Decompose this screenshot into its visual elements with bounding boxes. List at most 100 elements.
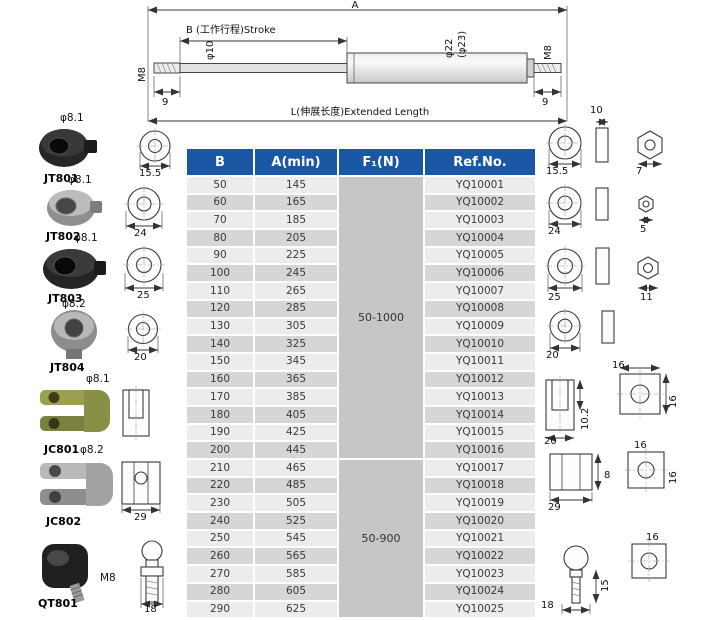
cell-ref-no: YQ10015 xyxy=(425,424,535,441)
dia-callout-jt803: φ8.1 xyxy=(74,232,98,244)
cell-ref-no: YQ10007 xyxy=(425,283,535,299)
cell-stroke-b: 190 xyxy=(187,424,253,441)
cell-ref-no: YQ10012 xyxy=(425,371,535,388)
dia-callout-jt802: φ8.1 xyxy=(68,174,92,186)
cell-a-min: 425 xyxy=(255,424,337,441)
dim-l-label: L(伸展长度)Extended Length xyxy=(291,105,430,118)
tube-end-cap xyxy=(526,58,535,78)
header-ref-no: Ref.No. xyxy=(425,149,535,175)
cylinder-tube xyxy=(346,52,528,84)
cell-ref-no: YQ10006 xyxy=(425,265,535,282)
cell-ref-no: YQ10023 xyxy=(425,566,535,582)
fitting-name-jt804: JT804 xyxy=(50,361,85,374)
cell-a-min: 365 xyxy=(255,371,337,388)
dim-b-label: B (工作行程)Stroke xyxy=(186,23,276,36)
dim-label-jt803: 25 xyxy=(137,290,150,301)
cell-stroke-b: 80 xyxy=(187,230,253,246)
cell-stroke-b: 90 xyxy=(187,247,253,264)
cell-ref-no: YQ10022 xyxy=(425,548,535,565)
fitting-photo-qt801 xyxy=(42,544,88,604)
cell-a-min: 545 xyxy=(255,530,337,547)
cell-ref-no: YQ10018 xyxy=(425,477,535,494)
cell-ref-no: YQ10013 xyxy=(425,389,535,405)
header-a-min: A(min) xyxy=(255,149,337,175)
cell-stroke-b: 50 xyxy=(187,177,253,193)
cell-stroke-b: 200 xyxy=(187,442,253,458)
cell-stroke-b: 130 xyxy=(187,318,253,335)
cell-a-min: 185 xyxy=(255,212,337,229)
cell-stroke-b: 250 xyxy=(187,530,253,547)
dim-label: 24 xyxy=(548,226,561,237)
dim-label: 16 xyxy=(668,471,679,484)
rod-dia-label: φ10 xyxy=(205,41,216,60)
cell-stroke-b: 230 xyxy=(187,495,253,512)
cell-ref-no: YQ10014 xyxy=(425,406,535,423)
dim-label-jt802: 24 xyxy=(134,228,147,239)
fitting-name-qt801: QT801 xyxy=(38,597,78,610)
dim-label: 15 xyxy=(600,579,611,592)
dim-label: 16 xyxy=(634,440,647,451)
cell-a-min: 585 xyxy=(255,566,337,582)
cell-a-min: 465 xyxy=(255,460,337,476)
cell-a-min: 325 xyxy=(255,336,337,352)
cell-stroke-b: 170 xyxy=(187,389,253,405)
dim-label: 20 xyxy=(546,350,559,361)
fitting-drawing-jt804 xyxy=(125,311,161,354)
piston-rod xyxy=(179,63,348,73)
fitting-drawing-jt802 xyxy=(124,185,164,230)
gas-spring-drawing: A B (工作行程)Stroke M8 φ10 φ22 (φ23) M8 9 9… xyxy=(137,0,568,125)
right-drawing-eyelet-3 xyxy=(545,246,659,292)
cell-a-min: 525 xyxy=(255,513,337,529)
dia-callout-jc801: φ8.1 xyxy=(86,373,110,385)
cell-stroke-b: 60 xyxy=(187,194,253,211)
cell-a-min: 265 xyxy=(255,283,337,299)
fitting-photo-jt804 xyxy=(51,310,97,359)
dim-label: 16 xyxy=(668,395,679,408)
cell-stroke-b: 240 xyxy=(187,513,253,529)
cell-ref-no: YQ10009 xyxy=(425,318,535,335)
dim-label: 16 xyxy=(646,532,659,543)
cell-a-min: 165 xyxy=(255,194,337,211)
cell-ref-no: YQ10005 xyxy=(425,247,535,264)
dim-label-qt801: 18 xyxy=(144,604,157,615)
dim-label: 15.5 xyxy=(546,166,569,177)
dim-label: 18 xyxy=(541,600,554,611)
fitting-name-jc802: JC802 xyxy=(46,515,82,528)
cell-a-min: 245 xyxy=(255,265,337,282)
cell-stroke-b: 180 xyxy=(187,406,253,423)
cell-a-min: 205 xyxy=(255,230,337,246)
cell-stroke-b: 270 xyxy=(187,566,253,582)
cell-ref-no: YQ10025 xyxy=(425,601,535,618)
cell-stroke-b: 100 xyxy=(187,265,253,282)
dim-label: 10 xyxy=(590,105,603,116)
end-dim-left-label: 9 xyxy=(162,97,168,108)
cell-ref-no: YQ10004 xyxy=(425,230,535,246)
dim-label: 8 xyxy=(604,470,611,481)
cell-ref-no: YQ10011 xyxy=(425,353,535,370)
right-drawing-eyelet-1 xyxy=(546,118,663,168)
cell-ref-no: YQ10021 xyxy=(425,530,535,547)
dim-label: 7 xyxy=(636,166,643,177)
cell-ref-no: YQ10024 xyxy=(425,583,535,600)
cell-a-min: 605 xyxy=(255,583,337,600)
dim-label: 20 xyxy=(544,436,557,447)
cell-stroke-b: 160 xyxy=(187,371,253,388)
right-drawing-ball-stud xyxy=(561,540,670,614)
thread-left-label: M8 xyxy=(137,67,148,82)
right-drawing-eyelet-2 xyxy=(546,184,654,228)
cell-stroke-b: 110 xyxy=(187,283,253,299)
fitting-drawing-jt801 xyxy=(136,128,174,170)
